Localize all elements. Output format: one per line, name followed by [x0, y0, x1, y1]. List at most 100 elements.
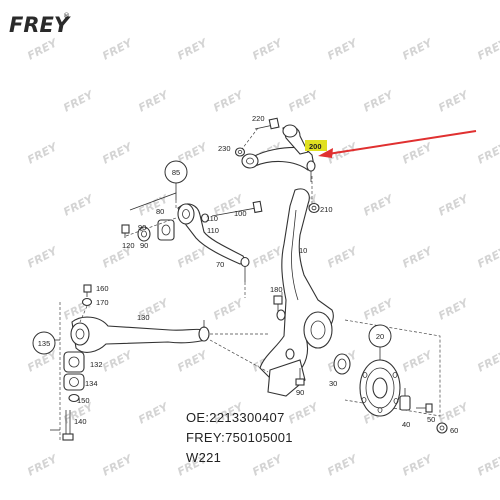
bushing-134 — [63, 373, 85, 391]
watermark-logo: FREY — [361, 192, 396, 219]
watermark-logo: FREY — [250, 452, 285, 479]
watermark-logo: FREY — [436, 88, 471, 115]
label-132: 132 — [90, 360, 103, 369]
label-90-a: 90 — [138, 223, 146, 232]
bolt-120 — [121, 224, 130, 238]
label-10: 10 — [299, 246, 307, 255]
label-134: 134 — [85, 379, 98, 388]
watermark-logo: FREY — [136, 400, 171, 427]
frey-logo: FREY ® — [4, 8, 71, 37]
watermark-logo: FREY — [361, 88, 396, 115]
svg-text:135: 135 — [38, 339, 51, 348]
watermark-logo: FREY — [61, 88, 96, 115]
svg-text:85: 85 — [172, 168, 180, 177]
bolt-160 — [83, 284, 92, 297]
lower-strut-arm — [177, 203, 250, 298]
label-150: 150 — [77, 396, 90, 405]
watermark-logo: FREY — [400, 452, 435, 479]
bolt-90 — [295, 368, 305, 386]
watermark-logo: FREY — [100, 140, 135, 167]
watermark-logo: FREY — [136, 88, 171, 115]
lower-control-arm — [70, 316, 270, 373]
watermark-logo: FREY — [175, 244, 210, 271]
bolt-140 — [62, 410, 74, 441]
watermark-logo: FREY — [475, 244, 500, 271]
label-70: 70 — [216, 260, 224, 269]
label-180: 180 — [270, 285, 283, 294]
label-120: 120 — [122, 241, 135, 250]
bolt-180 — [273, 295, 283, 312]
watermark-logo: FREY — [400, 36, 435, 63]
wheel-hub — [344, 319, 441, 417]
oe-number: OE:2213300407 — [186, 410, 285, 425]
watermark-logo: FREY — [25, 140, 60, 167]
watermark-logo: FREY — [325, 36, 360, 63]
watermark-logo: FREY — [211, 88, 246, 115]
callout-circle-20: 20 — [368, 324, 392, 360]
watermark-logo: FREY — [475, 36, 500, 63]
watermark-logo: FREY — [400, 244, 435, 271]
label-50: 50 — [427, 415, 435, 424]
watermark-logo: FREY — [175, 36, 210, 63]
cap-60 — [436, 422, 448, 434]
watermark-logo: FREY — [136, 192, 171, 219]
model-code: W221 — [186, 450, 222, 465]
label-60: 60 — [450, 426, 458, 435]
watermark-logo: FREY — [250, 36, 285, 63]
callout-labels: 220 230 200 210 80 90 120 90 110 110 100… — [74, 114, 458, 435]
watermark-logo: FREY — [436, 296, 471, 323]
watermark-logo: FREY — [211, 296, 246, 323]
frey-number: FREY:750105001 — [186, 430, 293, 445]
watermark-logo: FREY — [250, 244, 285, 271]
sensor-40 — [399, 388, 411, 411]
watermark-logo: FREY — [361, 296, 396, 323]
callout-circle-85: 85 — [164, 160, 188, 193]
bolt-220 — [241, 117, 280, 150]
nut-210 — [308, 202, 320, 214]
bushing-80 — [157, 219, 175, 241]
label-220: 220 — [252, 114, 265, 123]
watermark-logo: FREY — [325, 452, 360, 479]
bushing-132 — [63, 351, 85, 373]
watermark-logo: FREY — [25, 244, 60, 271]
svg-text:FREY: FREY — [9, 13, 71, 37]
label-230: 230 — [218, 144, 231, 153]
bolt-100 — [211, 200, 263, 217]
label-130: 130 — [137, 313, 150, 322]
washer-170 — [81, 297, 93, 307]
svg-text:®: ® — [63, 12, 70, 20]
highlight-box-200 — [305, 140, 327, 151]
label-90-c: 90 — [296, 388, 304, 397]
label-200: 200 — [309, 142, 322, 151]
nut-230 — [234, 147, 246, 157]
watermark-logo: FREY — [286, 400, 321, 427]
svg-text:20: 20 — [376, 332, 384, 341]
label-170: 170 — [96, 298, 109, 307]
watermark-logo: FREY — [100, 348, 135, 375]
callout-circle-135: 135 — [32, 331, 56, 355]
watermark-logo: FREY — [61, 192, 96, 219]
watermark-logo: FREY — [100, 452, 135, 479]
watermark-logo: FREY — [175, 348, 210, 375]
label-80: 80 — [156, 207, 164, 216]
watermark-logo: FREY — [475, 140, 500, 167]
watermark-logo: FREY — [400, 140, 435, 167]
steering-knuckle — [259, 176, 334, 397]
washer-150 — [68, 393, 80, 403]
watermark-logo: FREY — [475, 452, 500, 479]
watermark-logo: FREY — [25, 452, 60, 479]
label-110-a: 110 — [206, 214, 218, 223]
label-160: 160 — [96, 284, 109, 293]
label-30: 30 — [329, 379, 337, 388]
watermark-logo: FREY — [286, 88, 321, 115]
label-90-b: 90 — [140, 241, 148, 250]
washer-hole — [141, 230, 147, 238]
label-40: 40 — [402, 420, 410, 429]
watermark-logo: FREY — [100, 36, 135, 63]
washer-110 — [200, 213, 210, 223]
label-140: 140 — [74, 417, 87, 426]
watermark-logo: FREY — [25, 36, 60, 63]
bolt-50 — [416, 403, 433, 413]
watermark-logo: FREY — [475, 348, 500, 375]
